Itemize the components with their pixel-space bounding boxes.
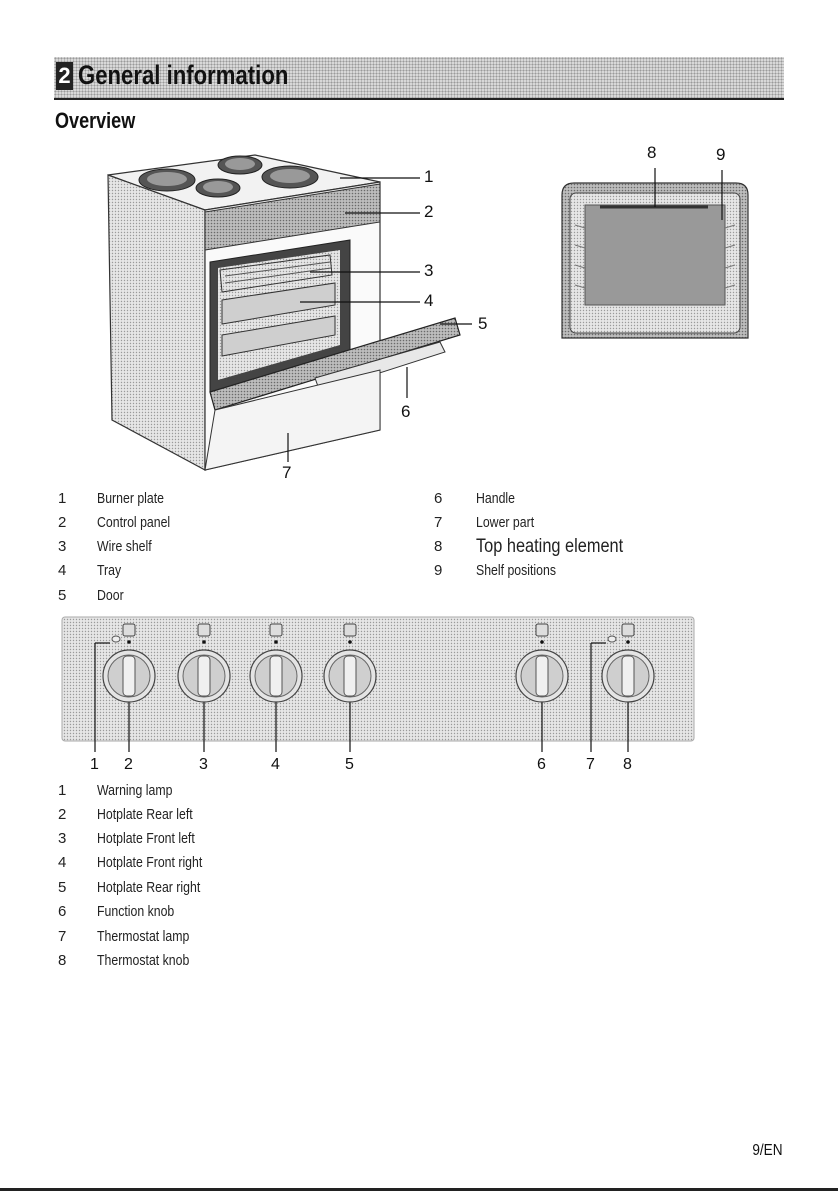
rotary-knob-icon bbox=[102, 623, 156, 703]
rotary-knob-icon bbox=[323, 623, 377, 703]
cooker-callout-2: 2 bbox=[424, 202, 434, 221]
control-callout-8: 8 bbox=[623, 756, 632, 773]
oven-interior-illustration bbox=[561, 168, 749, 339]
control-callout-7: 7 bbox=[586, 756, 595, 773]
cooker-callout-7: 7 bbox=[282, 463, 292, 482]
legend-label: Warning lamp bbox=[97, 782, 173, 799]
legend-label: Burner plate bbox=[97, 490, 165, 507]
rotary-knob-icon bbox=[601, 623, 655, 703]
legend-num: 1 bbox=[58, 782, 67, 799]
legend-label: Function knob bbox=[97, 903, 175, 920]
cooker-callout-1: 1 bbox=[424, 167, 434, 186]
legend-label: Hotplate Front left bbox=[97, 830, 195, 847]
section-header-band bbox=[54, 57, 784, 100]
cooker-illustration bbox=[107, 154, 472, 472]
legend-num: 5 bbox=[58, 587, 67, 604]
legend-label: Door bbox=[97, 587, 124, 604]
cooker-callout-6: 6 bbox=[401, 402, 411, 421]
rotary-knob-icon bbox=[177, 623, 231, 703]
cooker-callout-3: 3 bbox=[424, 261, 434, 280]
legend-num: 7 bbox=[434, 514, 443, 531]
legend-num: 2 bbox=[58, 806, 67, 823]
rotary-knob-icon bbox=[515, 623, 569, 703]
legend-num: 3 bbox=[58, 538, 67, 555]
legend-label: Control panel bbox=[97, 514, 171, 531]
legend-label: Hotplate Rear left bbox=[97, 806, 193, 823]
legend-label: Hotplate Rear right bbox=[97, 879, 201, 896]
legend-num: 8 bbox=[434, 538, 443, 555]
legend-label: Thermostat lamp bbox=[97, 928, 190, 945]
legend-num: 2 bbox=[58, 514, 67, 531]
legend-label: Tray bbox=[97, 562, 122, 579]
legend-num: 1 bbox=[58, 490, 67, 507]
legend-label: Lower part bbox=[476, 514, 535, 531]
control-callout-1: 1 bbox=[90, 756, 99, 773]
rotary-knob-icon bbox=[249, 623, 303, 703]
section-title: General information bbox=[78, 60, 289, 90]
legend-num: 4 bbox=[58, 854, 67, 871]
oven-callout-9: 9 bbox=[716, 145, 726, 164]
cooker-callout-4: 4 bbox=[424, 291, 434, 310]
legend-num: 8 bbox=[58, 952, 67, 969]
legend-num: 6 bbox=[434, 490, 443, 507]
control-panel-illustration bbox=[61, 616, 695, 752]
legend-label: Thermostat knob bbox=[97, 952, 190, 969]
legend-label: Hotplate Front right bbox=[97, 854, 203, 871]
legend-label: Handle bbox=[476, 490, 515, 507]
legend-label: Wire shelf bbox=[97, 538, 152, 555]
legend-label: Shelf positions bbox=[476, 562, 557, 579]
overview-heading: Overview bbox=[55, 108, 136, 133]
section-number-badge: 2 bbox=[56, 62, 73, 90]
page-bottom-rule bbox=[0, 1188, 838, 1191]
legend-num: 9 bbox=[434, 562, 443, 579]
legend-num: 7 bbox=[58, 928, 67, 945]
control-callout-3: 3 bbox=[199, 756, 208, 773]
control-callout-6: 6 bbox=[537, 756, 546, 773]
control-callout-2: 2 bbox=[124, 756, 133, 773]
control-callout-4: 4 bbox=[271, 756, 280, 773]
legend-num: 4 bbox=[58, 562, 67, 579]
oven-callout-8: 8 bbox=[647, 143, 657, 162]
cooker-callout-5: 5 bbox=[478, 314, 488, 333]
legend-label: Top heating element bbox=[476, 536, 624, 557]
legend-num: 6 bbox=[58, 903, 67, 920]
page-number: 9/EN bbox=[752, 1142, 783, 1159]
control-callout-5: 5 bbox=[345, 756, 354, 773]
legend-num: 3 bbox=[58, 830, 67, 847]
legend-num: 5 bbox=[58, 879, 67, 896]
